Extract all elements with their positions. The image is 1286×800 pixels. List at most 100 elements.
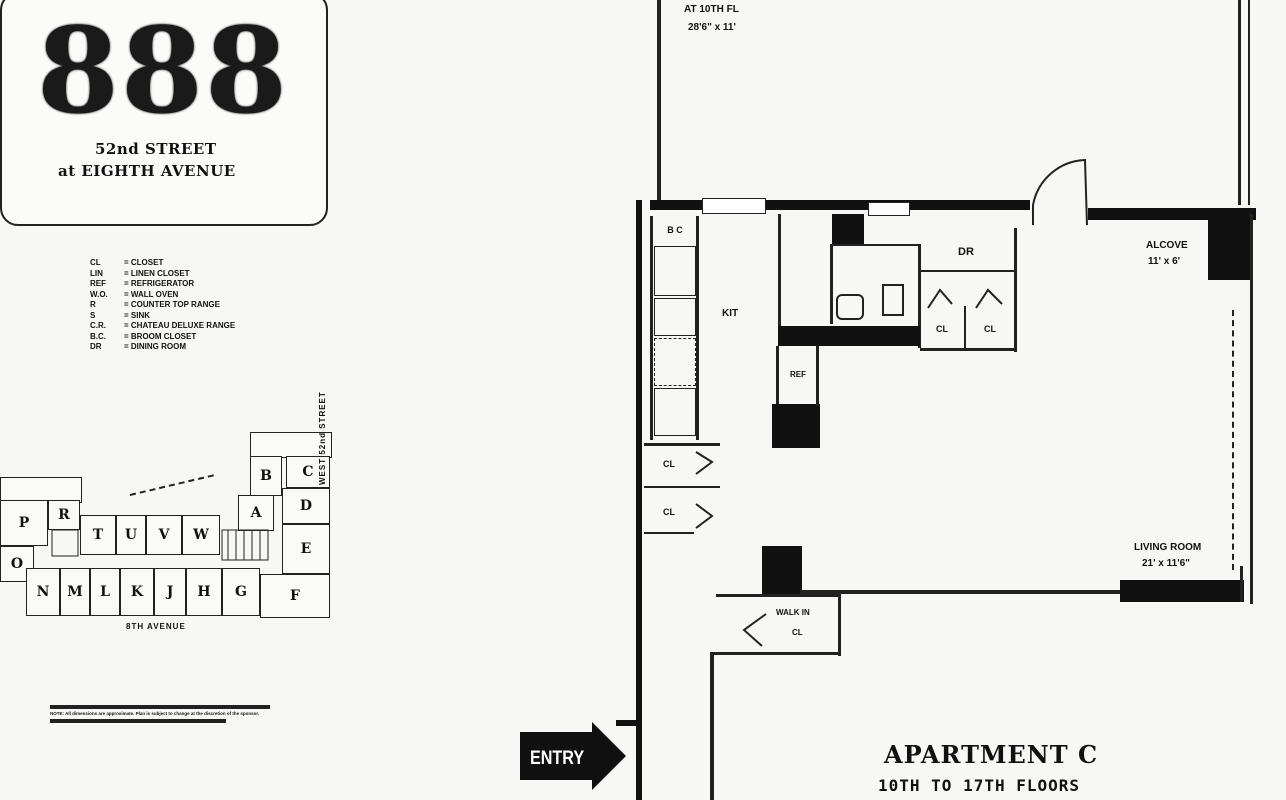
unit-u: U xyxy=(116,515,146,555)
entry-jamb xyxy=(616,720,638,726)
unit-j: J xyxy=(154,568,186,616)
unit-w: W xyxy=(182,515,220,555)
legend-row: B.C.= BROOM CLOSET xyxy=(90,331,197,341)
bath-wall-north xyxy=(830,244,920,246)
unit-a: A xyxy=(238,495,274,531)
dining-closets-east xyxy=(1014,228,1017,352)
unit-t: T xyxy=(80,515,116,555)
unit-n: N xyxy=(26,568,60,616)
walkin-east xyxy=(838,594,841,656)
disclaimer-note: NOTE: All dimensions are approximate. Pl… xyxy=(50,703,270,725)
closet-1: CL xyxy=(663,459,675,469)
living-south-wall xyxy=(800,590,1120,594)
legend-row: C.R.= CHATEAU DELUXE RANGE xyxy=(90,321,236,330)
dining-south-wall xyxy=(778,326,920,346)
closet-divider xyxy=(644,486,720,488)
unit-o: O xyxy=(0,546,34,582)
bath-tub xyxy=(836,294,864,320)
terrace-wall-right xyxy=(1238,0,1241,205)
north-wall xyxy=(650,200,1030,210)
walkin-label: WALK IN xyxy=(776,608,810,617)
corridor-east-wall xyxy=(710,652,714,800)
refrigerator xyxy=(654,338,696,386)
living-room-label: LIVING ROOM xyxy=(1134,542,1202,553)
dining-closet-doors xyxy=(927,288,1003,309)
broom-closet: B C xyxy=(667,225,683,235)
counter xyxy=(654,298,696,336)
legend-row: DR= DINING ROOM xyxy=(90,342,187,351)
living-window-line xyxy=(1232,310,1236,570)
walkin-closet-label: CL xyxy=(792,628,803,637)
dining-closets-divider xyxy=(964,306,966,350)
closet-bottom xyxy=(644,532,694,534)
street-label: WEST 52nd STREET xyxy=(318,391,327,485)
building-avenue: at EIGHTH AVENUE xyxy=(58,162,236,180)
range xyxy=(654,246,696,296)
kitchen-counter-line xyxy=(650,216,653,440)
closet-door-swings xyxy=(695,451,714,529)
site-outline-top xyxy=(250,432,332,458)
alcove-column xyxy=(1208,214,1252,280)
walkin-bottom xyxy=(712,652,840,655)
bath-wall-east xyxy=(918,244,921,348)
living-east-jog xyxy=(1240,566,1243,602)
kitchen-label: KIT xyxy=(722,308,739,319)
sink xyxy=(654,388,696,436)
ref-column xyxy=(772,404,820,448)
walkin-top xyxy=(716,594,840,597)
window-kitchen xyxy=(702,198,766,214)
legend-row: LIN= LINEN CLOSET xyxy=(90,268,190,278)
dining-partition xyxy=(778,214,781,334)
building-number: 888 xyxy=(36,1,290,140)
unit-c: C xyxy=(286,456,330,488)
building-logo-frame xyxy=(0,0,328,226)
note-bar xyxy=(50,705,270,709)
closet-2: CL xyxy=(663,507,675,517)
east-wall xyxy=(1250,214,1253,604)
apartment-floors: 10TH TO 17TH FLOORS xyxy=(878,776,1081,795)
legend-row: R= COUNTER TOP RANGE xyxy=(90,300,220,309)
building-street: 52nd STREET xyxy=(95,140,217,158)
legend-row: REF= REFRIGERATOR xyxy=(90,279,195,288)
alcove-dimensions: 11' x 6' xyxy=(1148,256,1181,267)
bath-wall-west xyxy=(830,244,833,324)
apartment-title: APARTMENT C xyxy=(884,740,1099,769)
dining-closets-top xyxy=(920,270,1016,272)
ref-niche-wall xyxy=(776,346,779,406)
living-room-dimensions: 21' x 11'6" xyxy=(1142,558,1190,569)
unit-k: K xyxy=(120,568,154,616)
terrace-wall-right-inner xyxy=(1248,0,1250,205)
walkin-door-swing xyxy=(742,613,767,647)
legend-row: W.O.= WALL OVEN xyxy=(90,289,179,299)
entry-label: ENTRY xyxy=(530,748,585,769)
unit-e: E xyxy=(282,524,330,574)
unit-l: L xyxy=(90,568,120,616)
unit-h: H xyxy=(186,568,222,616)
unit-g: G xyxy=(222,568,260,616)
window-dining xyxy=(868,202,910,216)
site-outline-left xyxy=(0,477,82,503)
legend-row: CL= CLOSET xyxy=(90,258,164,267)
terrace-wall-left xyxy=(657,0,661,200)
door-swing xyxy=(1032,158,1088,226)
legend-row: S= SINK xyxy=(90,310,151,320)
entry-arrow-icon xyxy=(520,722,626,790)
ref-label: REF xyxy=(790,369,806,379)
unit-d: D xyxy=(282,488,330,524)
dining-room-label: DR xyxy=(958,246,974,258)
dining-column xyxy=(832,214,864,246)
ref-niche-east xyxy=(816,346,819,406)
note-bar xyxy=(50,719,226,723)
unit-v: V xyxy=(146,515,182,555)
unit-p: P xyxy=(0,500,48,546)
kitchen-counter-edge xyxy=(696,216,699,440)
dining-closet-2: CL xyxy=(984,324,996,334)
avenue-label: 8TH AVENUE xyxy=(126,622,186,631)
terrace-label: AT 10TH FL xyxy=(684,4,739,15)
living-sw-column xyxy=(762,546,802,594)
unit-b: B xyxy=(250,456,282,496)
kitchen-south-wall xyxy=(644,443,720,446)
dining-closets-bottom xyxy=(920,348,1016,351)
abbreviation-legend: CL= CLOSET LIN= LINEN CLOSET REF= REFRIG… xyxy=(90,258,235,353)
unit-m: M xyxy=(60,568,90,616)
